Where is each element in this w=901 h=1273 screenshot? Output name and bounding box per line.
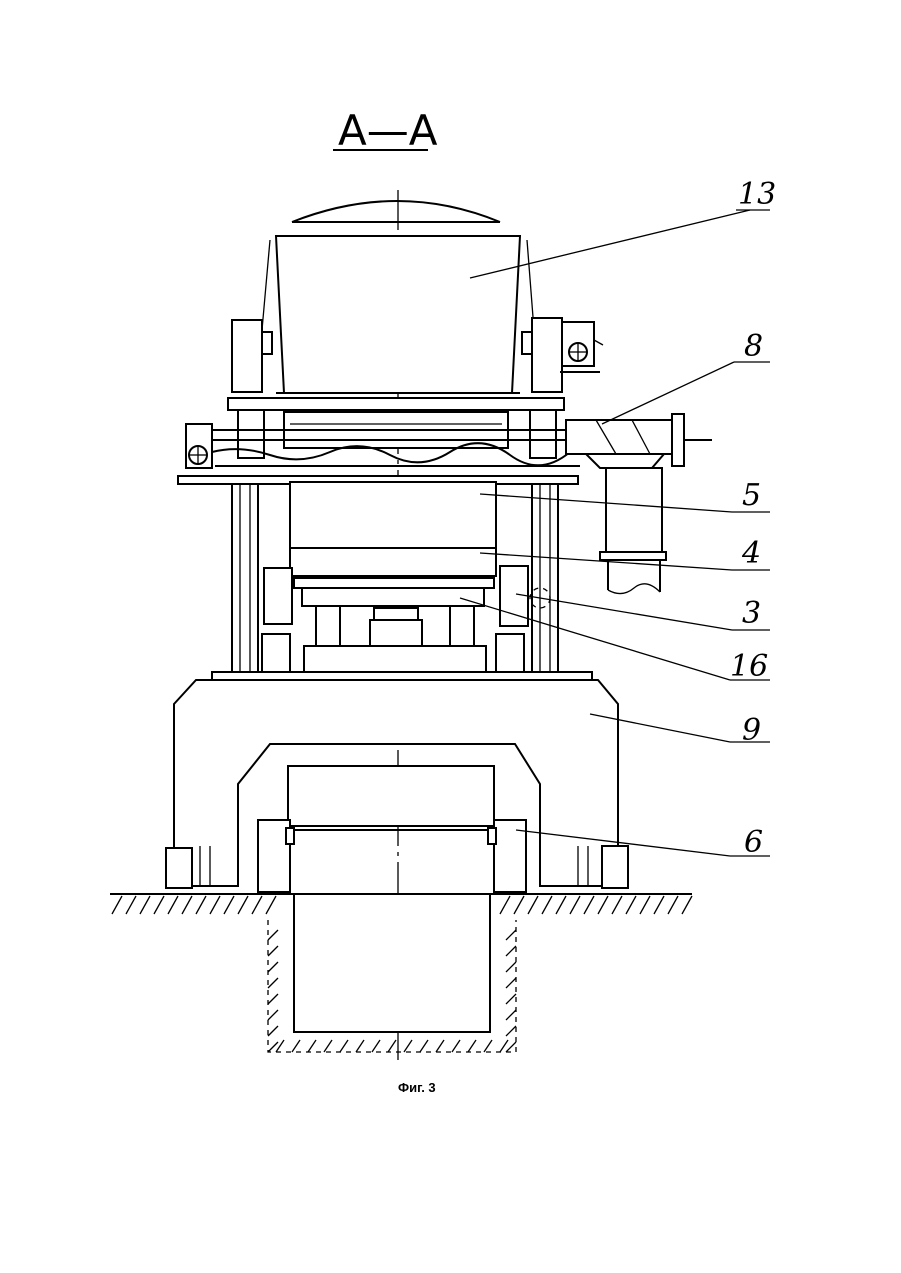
figure-caption: Фиг. 3 bbox=[398, 1080, 436, 1095]
hatch-mark bbox=[514, 896, 524, 914]
hatch-mark bbox=[404, 1040, 412, 1052]
hatch-mark bbox=[506, 946, 516, 956]
pallet bbox=[290, 548, 496, 576]
hatch-mark bbox=[612, 896, 622, 914]
lower-rollers bbox=[258, 820, 526, 892]
hatch-mark bbox=[436, 1040, 444, 1052]
mould-body bbox=[290, 482, 496, 548]
hatch-mark bbox=[268, 1026, 278, 1036]
hatch-mark bbox=[468, 1040, 476, 1052]
hatch-mark bbox=[340, 1040, 348, 1052]
left-drive-motor bbox=[186, 424, 212, 468]
hatch-mark bbox=[268, 1010, 278, 1020]
hatch-mark bbox=[452, 1040, 460, 1052]
hatch-mark bbox=[584, 896, 594, 914]
hatch-mark bbox=[506, 994, 516, 1004]
hatch-mark bbox=[252, 896, 262, 914]
callout-6: 6 bbox=[744, 825, 763, 860]
vibrator-units bbox=[262, 606, 524, 674]
hatch-mark bbox=[154, 896, 164, 914]
hatch-mark bbox=[598, 896, 608, 914]
hatch-mark bbox=[210, 896, 220, 914]
hatch-mark bbox=[388, 1040, 396, 1052]
hatch-mark bbox=[500, 896, 510, 914]
upper-trunnion-right bbox=[522, 318, 562, 392]
hatch-mark bbox=[268, 930, 278, 940]
hatch-mark bbox=[268, 962, 278, 972]
hatch-mark bbox=[506, 1010, 516, 1020]
callout-13: 13 bbox=[738, 177, 776, 212]
hatch-mark bbox=[268, 978, 278, 988]
hatch-mark bbox=[276, 1040, 284, 1052]
hatch-mark bbox=[372, 1040, 380, 1052]
hatch-mark bbox=[506, 962, 516, 972]
hatch-mark bbox=[506, 1026, 516, 1036]
callout-16: 16 bbox=[730, 649, 768, 684]
callout-3: 3 bbox=[742, 596, 761, 631]
hatch-mark bbox=[292, 1040, 300, 1052]
drive-motor-right bbox=[560, 322, 603, 372]
hatch-mark bbox=[356, 1040, 364, 1052]
section-title-text: А—А bbox=[338, 106, 438, 155]
hatch-mark bbox=[506, 930, 516, 940]
hatch-mark bbox=[140, 896, 150, 914]
hatch-mark bbox=[238, 896, 248, 914]
callout-labels: 13 8 5 4 3 16 9 6 bbox=[730, 177, 776, 860]
callout-8: 8 bbox=[744, 329, 763, 364]
upper-trunnion-left bbox=[232, 320, 272, 392]
ground-and-pit bbox=[110, 894, 692, 1052]
hatch-mark bbox=[570, 896, 580, 914]
hatch-mark bbox=[308, 1040, 316, 1052]
hatch-mark bbox=[528, 896, 538, 914]
hatch-mark bbox=[682, 896, 692, 914]
hatch-mark bbox=[266, 896, 276, 914]
hatch-mark bbox=[626, 896, 636, 914]
hatch-mark bbox=[484, 1040, 492, 1052]
hatch-mark bbox=[196, 896, 206, 914]
callout-9: 9 bbox=[742, 713, 761, 748]
hatch-mark bbox=[420, 1040, 428, 1052]
base-frame bbox=[166, 672, 628, 888]
hatch-mark bbox=[640, 896, 650, 914]
right-column bbox=[532, 484, 558, 672]
callout-5: 5 bbox=[742, 478, 761, 513]
hatch-mark bbox=[268, 946, 278, 956]
hatch-mark bbox=[668, 896, 678, 914]
left-column bbox=[232, 484, 258, 672]
hatch-mark bbox=[182, 896, 192, 914]
hatch-mark bbox=[506, 1042, 516, 1052]
hatch-mark bbox=[268, 994, 278, 1004]
hatch-mark bbox=[556, 896, 566, 914]
ladle-body bbox=[262, 201, 534, 400]
hatch-mark bbox=[112, 896, 122, 914]
hatch-mark bbox=[542, 896, 552, 914]
hatch-mark bbox=[224, 896, 234, 914]
callout-4: 4 bbox=[741, 536, 761, 571]
hatch-mark bbox=[654, 896, 664, 914]
hatch-mark bbox=[324, 1040, 332, 1052]
hatch-mark bbox=[500, 1040, 508, 1052]
hatch-mark bbox=[168, 896, 178, 914]
hatch-mark bbox=[506, 978, 516, 988]
section-title: А—А bbox=[333, 106, 438, 155]
carriage-beam bbox=[212, 398, 580, 465]
hatch-mark bbox=[126, 896, 136, 914]
